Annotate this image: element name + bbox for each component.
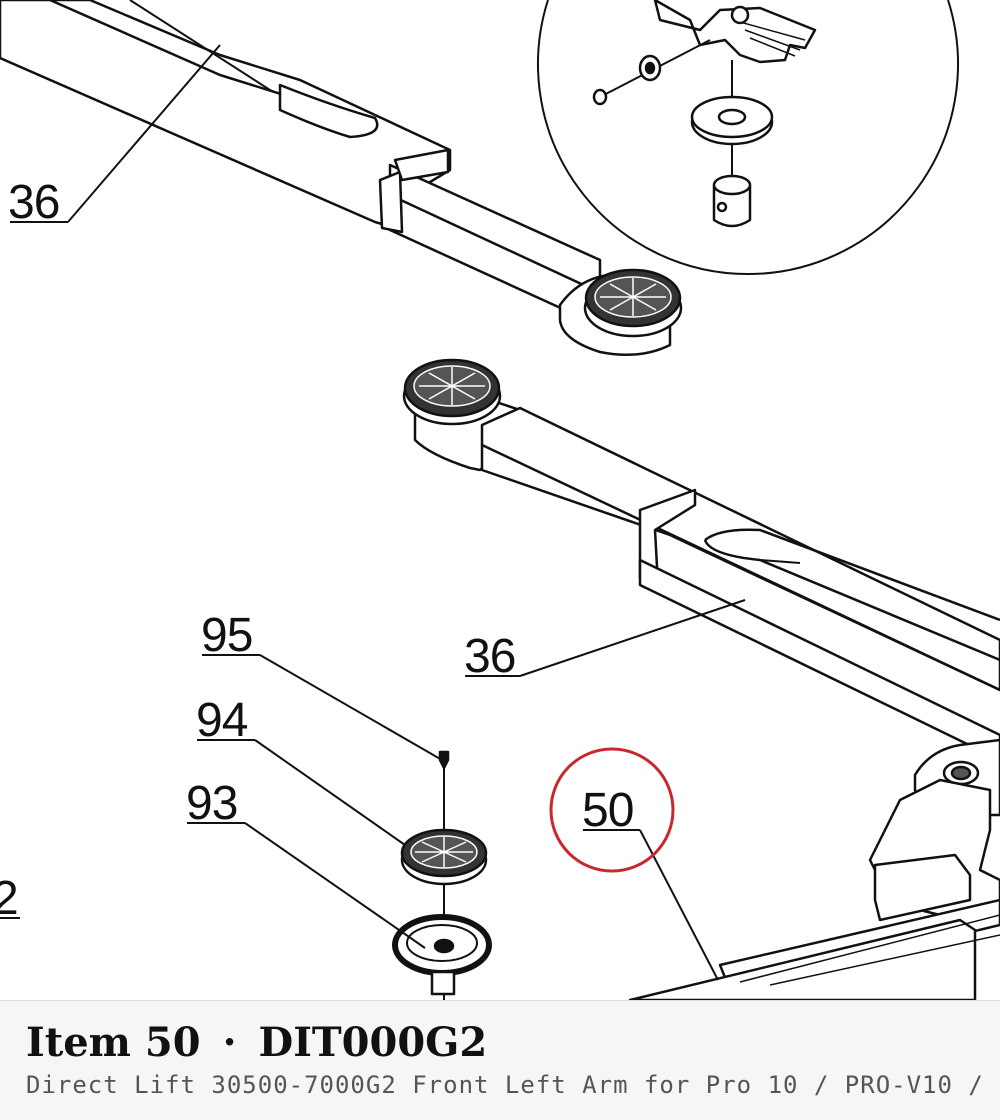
lower-arm-pad xyxy=(402,358,502,426)
separator-dot: · xyxy=(222,1019,237,1066)
highlight-ring xyxy=(549,747,675,873)
part-number: DIT000G2 xyxy=(258,1019,488,1066)
callout-36-upper: 36 xyxy=(8,176,59,229)
lower-arm xyxy=(413,397,1000,817)
callout-50: 50 xyxy=(582,784,633,837)
item-label: Item 50 xyxy=(26,1019,201,1066)
callout-2: 2 xyxy=(0,872,18,925)
callout-36-lower: 36 xyxy=(464,630,515,683)
detail-inset xyxy=(537,0,959,276)
parts-diagram: 36 36 95 94 93 2 50 xyxy=(0,0,1000,1000)
part-description: Direct Lift 30500-7000G2 Front Left Arm … xyxy=(26,1071,984,1099)
callout-95: 95 xyxy=(201,609,252,662)
caption-bar: Item 50 · DIT000G2 Direct Lift 30500-7000G… xyxy=(0,1000,1000,1120)
leader-lines xyxy=(0,44,746,981)
lift-column xyxy=(628,778,1000,1000)
callout-93: 93 xyxy=(186,777,237,830)
upper-arm-pad xyxy=(583,268,683,338)
caption-title: Item 50 · DIT000G2 xyxy=(26,1019,487,1066)
callout-94: 94 xyxy=(196,694,248,747)
pad-assembly xyxy=(392,750,492,1000)
